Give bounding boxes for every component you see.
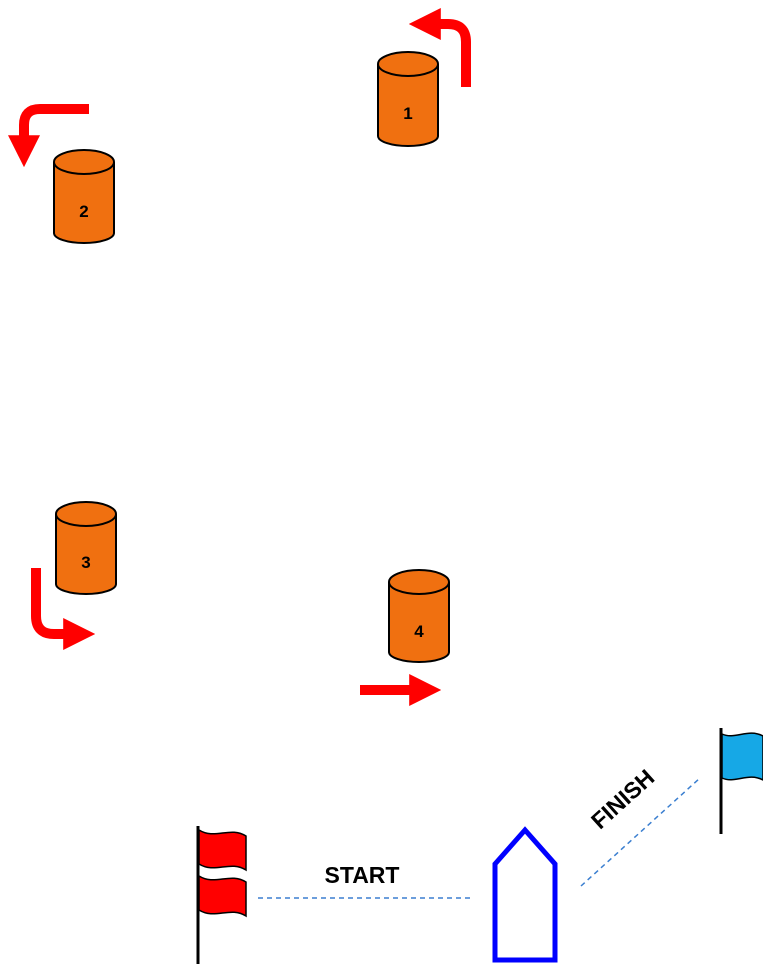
- blue-flag-icon: [721, 728, 763, 834]
- buoy-1-label: 1: [403, 104, 412, 123]
- cylinder-buoy-icon: [54, 150, 114, 243]
- cylinder-buoy-icon: [389, 570, 449, 662]
- start-label: START: [325, 862, 400, 888]
- buoy-3-label: 3: [81, 553, 90, 572]
- boat-icon: [495, 830, 555, 960]
- red-flag-icon: [198, 826, 246, 964]
- buoy-2-label: 2: [79, 202, 88, 221]
- buoy-4-label: 4: [414, 622, 424, 641]
- buoy-3: 3: [56, 502, 116, 594]
- cylinder-buoy-icon: [56, 502, 116, 594]
- finish-label: FINISH: [586, 764, 659, 834]
- cylinder-buoy-icon: [378, 52, 438, 146]
- buoy-2: 2: [54, 150, 114, 243]
- buoy-1: 1: [378, 52, 438, 146]
- buoy-4: 4: [389, 570, 449, 662]
- buoy-2-turn-arrow-icon: [24, 109, 89, 148]
